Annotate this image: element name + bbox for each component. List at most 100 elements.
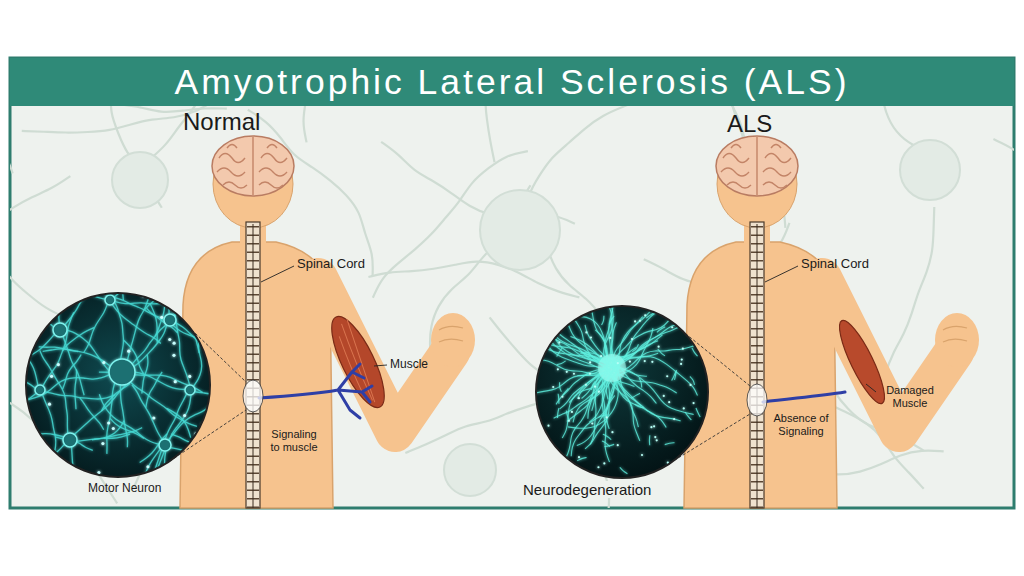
broken-fibre — [609, 396, 615, 404]
debris-dot — [681, 358, 683, 360]
dendrite — [0, 334, 54, 377]
background-cell — [112, 152, 168, 208]
dendrite — [8, 285, 54, 327]
broken-fibre — [543, 340, 609, 365]
debris-dot — [671, 326, 673, 328]
broken-fibre — [685, 412, 691, 420]
debris-dot — [594, 386, 596, 388]
dendrite — [170, 289, 189, 385]
cell-body — [109, 359, 135, 385]
debris-dot — [650, 426, 652, 428]
synapse-dot — [183, 414, 186, 417]
synapse-dot — [172, 354, 175, 357]
leader-line — [261, 266, 294, 282]
dendrite — [43, 288, 81, 302]
debris-dot — [540, 342, 542, 344]
broken-fibre — [602, 374, 609, 462]
dendrite — [0, 393, 36, 417]
debris-dot — [639, 320, 641, 322]
leader-line — [765, 266, 798, 282]
part-label: Signaling to muscle — [268, 428, 320, 453]
synapse-dot — [152, 416, 155, 419]
broken-fibre — [598, 415, 607, 418]
dendrite — [146, 372, 162, 408]
part-label: Damaged Muscle — [879, 384, 941, 409]
synapse-dot — [57, 363, 60, 366]
cell-body — [63, 433, 77, 447]
broken-fibre — [557, 348, 562, 356]
panel-heading: ALS — [727, 110, 772, 138]
dendrite — [42, 394, 55, 472]
background-fibre — [993, 139, 1014, 229]
broken-fibre — [620, 467, 628, 473]
broken-fibre — [658, 349, 665, 356]
neuron-inset — [536, 306, 708, 478]
degenerated-neurons — [522, 282, 711, 475]
broken-fibre — [531, 317, 616, 361]
dendrite — [102, 384, 130, 411]
debris-dot — [566, 371, 568, 373]
debris-dot — [689, 384, 691, 386]
cell-cluster — [598, 354, 626, 382]
synapse-dot — [146, 465, 149, 468]
debris-dot — [684, 322, 686, 324]
dendrite — [114, 259, 152, 297]
part-label: Muscle — [390, 358, 428, 372]
broken-fibre — [649, 435, 650, 445]
dendrite — [65, 276, 104, 325]
debris-dot — [578, 456, 580, 458]
debris-dot — [680, 363, 682, 365]
dendrite — [77, 434, 130, 441]
zoom-region — [747, 384, 767, 416]
dendrite — [195, 392, 283, 406]
dendrite — [84, 304, 107, 352]
frame — [10, 58, 1014, 508]
dendrite — [173, 325, 232, 341]
part-label: Spinal Cord — [801, 257, 869, 272]
debris-dot — [691, 311, 693, 313]
dendrite — [120, 385, 127, 447]
debris-dot — [589, 361, 591, 363]
broken-fibre — [696, 408, 700, 417]
dendrite — [145, 289, 178, 310]
debris-dot — [703, 449, 705, 451]
dendrite — [0, 345, 29, 360]
debris-dot — [589, 373, 591, 375]
debris-dot — [557, 321, 559, 323]
muscle — [322, 310, 395, 414]
neuron-inset — [26, 293, 210, 477]
dendrite — [170, 448, 250, 457]
debris-dot — [617, 444, 619, 446]
debris-dot — [609, 337, 611, 339]
dendrite — [0, 379, 35, 388]
dendrite — [45, 392, 115, 399]
damaged-muscle — [832, 316, 892, 408]
broken-fibre — [635, 404, 644, 407]
background-fibre — [10, 176, 70, 231]
dendrite — [67, 330, 111, 373]
dendrite — [96, 236, 109, 296]
broken-fibre — [522, 360, 608, 374]
broken-fibre — [603, 434, 611, 439]
broken-fibre — [631, 393, 640, 398]
synapse-dot — [102, 361, 105, 364]
background-cell — [444, 444, 496, 496]
broken-fibre — [609, 316, 614, 325]
broken-fibre — [616, 357, 698, 396]
debris-dot — [598, 391, 600, 393]
leader-line — [374, 365, 387, 366]
background-cell — [900, 140, 960, 200]
broken-fibre — [632, 344, 638, 351]
debris-dot — [641, 454, 643, 456]
synapse-dot — [50, 375, 53, 378]
debris-dot — [557, 368, 559, 370]
cell-body — [164, 314, 176, 326]
broken-fibre — [674, 370, 676, 380]
broken-fibre — [665, 443, 675, 445]
als-figure — [684, 136, 979, 508]
dendrite — [68, 265, 99, 289]
broken-fibre — [562, 388, 568, 396]
broken-fibre — [568, 374, 618, 428]
debris-dot — [651, 361, 653, 363]
